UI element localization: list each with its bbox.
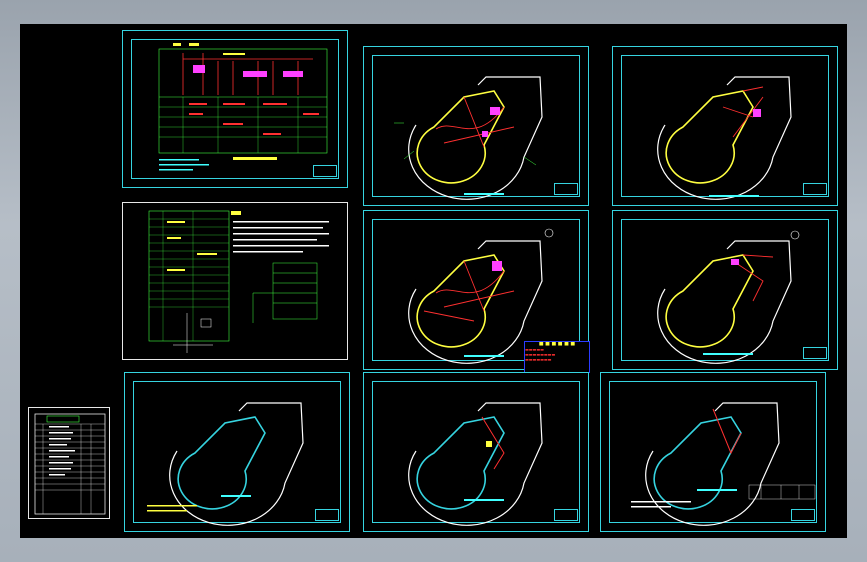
title-block <box>554 183 578 195</box>
floor-plan-sheet-4[interactable] <box>612 210 838 370</box>
floor-plan-drawing <box>657 76 792 200</box>
floor-plan-sheet-2[interactable] <box>612 46 838 206</box>
title-block <box>803 347 827 359</box>
title-block <box>791 509 815 521</box>
title-block <box>313 165 337 177</box>
power-system-sheet[interactable] <box>122 30 348 188</box>
floor-plan-sheet-3[interactable] <box>363 210 589 370</box>
cad-model-space[interactable]: ■ ■ ■ ■ ■ ■ ▬▬▬▬▬▬▬▬▬▬▬▬▬▬▬▬▬▬▬▬ <box>20 24 847 538</box>
title-block <box>803 183 827 195</box>
floor-plan-drawing <box>631 402 816 526</box>
power-system-diagram <box>158 43 328 171</box>
floor-plan-sheet-6[interactable] <box>363 372 589 532</box>
title-block <box>315 509 339 521</box>
floor-plan-drawing <box>408 228 554 364</box>
index-table <box>34 413 106 515</box>
floor-plan-drawing <box>657 230 800 364</box>
index-sheet[interactable] <box>28 407 110 519</box>
floor-plan-sheet-5[interactable] <box>124 372 350 532</box>
floor-plan-sheet-7[interactable] <box>600 372 826 532</box>
title-block <box>554 509 578 521</box>
legend-notes-sheet[interactable] <box>122 202 348 360</box>
floor-plan-drawing <box>408 402 543 526</box>
floor-plan-sheet-1[interactable] <box>363 46 589 206</box>
revision-stamp: ■ ■ ■ ■ ■ ■ ▬▬▬▬▬▬▬▬▬▬▬▬▬▬▬▬▬▬▬▬ <box>524 341 590 373</box>
floor-plan-drawing <box>147 402 304 526</box>
floor-plan-drawing <box>394 76 543 200</box>
legend-table <box>148 210 329 353</box>
